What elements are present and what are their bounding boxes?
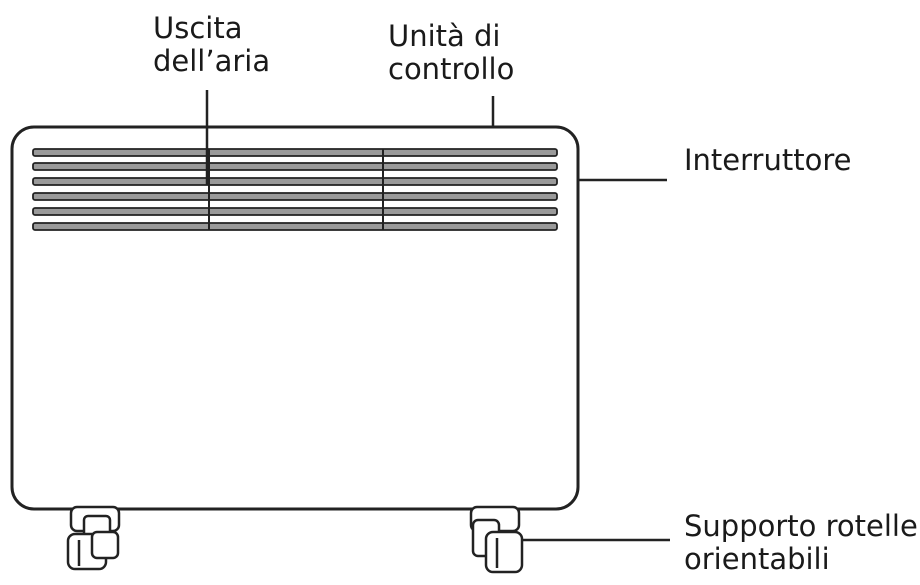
label-wheels-line1: Supporto rotelle: [684, 509, 918, 543]
label-control-unit: Unità di controllo: [388, 20, 514, 86]
grille-slat: [32, 162, 558, 171]
label-switch-line1: Interruttore: [684, 143, 852, 177]
grille-slat: [32, 192, 558, 201]
left-caster-wheel: [66, 505, 121, 571]
label-air-outlet-line1: Uscita: [153, 11, 243, 45]
label-wheels: Supporto rotelle orientabili: [684, 510, 918, 576]
label-air-outlet-line2: dell’aria: [153, 44, 271, 78]
right-caster-wheel: [469, 505, 524, 574]
grille-dividers: [208, 149, 384, 230]
label-control-unit-line1: Unità di: [388, 19, 501, 53]
grille-slat: [32, 222, 558, 231]
label-control-unit-line2: controllo: [388, 52, 515, 86]
grille-slat: [32, 207, 558, 216]
air-outlet-grille: [32, 148, 558, 231]
grille-slat: [32, 177, 558, 186]
label-switch: Interruttore: [684, 144, 851, 177]
label-wheels-line2: orientabili: [684, 542, 830, 576]
label-air-outlet: Uscita dell’aria: [153, 12, 270, 78]
grille-slat: [32, 148, 558, 157]
leader-lines: [205, 90, 670, 542]
